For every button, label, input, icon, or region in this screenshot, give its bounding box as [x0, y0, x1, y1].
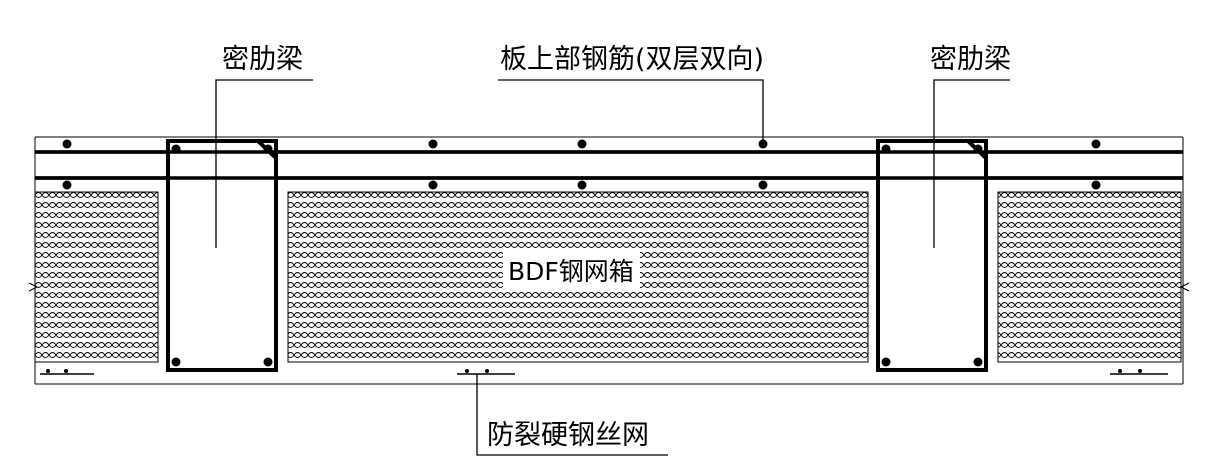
rib-corner-bar [881, 357, 891, 367]
rib-corner-bar [171, 357, 181, 367]
rebar-dot [577, 180, 587, 190]
rebar-dot [428, 180, 438, 190]
rib-corner-bar [973, 357, 983, 367]
rebar-dots [62, 139, 1101, 190]
mesh-box-left [34, 191, 159, 363]
rebar-dot [62, 139, 72, 149]
label-crack-mesh: 防裂硬钢丝网 [487, 420, 649, 451]
dense-rib-right [876, 139, 988, 372]
break-mark-left [28, 282, 39, 292]
dense-rib-left [166, 139, 278, 372]
label-dense-rib-right: 密肋梁 [930, 44, 1011, 75]
bdf-label-backdrop [503, 252, 640, 292]
label-dense-rib-left: 密肋梁 [222, 44, 303, 75]
rebar-dot [1091, 139, 1101, 149]
leader-top-rebar [498, 79, 764, 144]
leader-dense-rib-left [215, 79, 313, 248]
rebar-dot [577, 139, 587, 149]
label-bdf-box: BDF钢网箱 [508, 257, 634, 286]
rib-corner-bar [263, 357, 273, 367]
label-top-rebar: 板上部钢筋(双层双向) [500, 44, 765, 75]
mesh-box-right [997, 191, 1182, 363]
leader-crack-mesh [476, 374, 668, 456]
rebar-dot [758, 180, 768, 190]
break-mark-right [1179, 282, 1190, 292]
rebar-dot [62, 180, 72, 190]
rebar-dot [1091, 180, 1101, 190]
crack-mesh-marks [40, 369, 1168, 375]
rebar-dot [428, 139, 438, 149]
leader-dense-rib-right [933, 79, 1010, 248]
